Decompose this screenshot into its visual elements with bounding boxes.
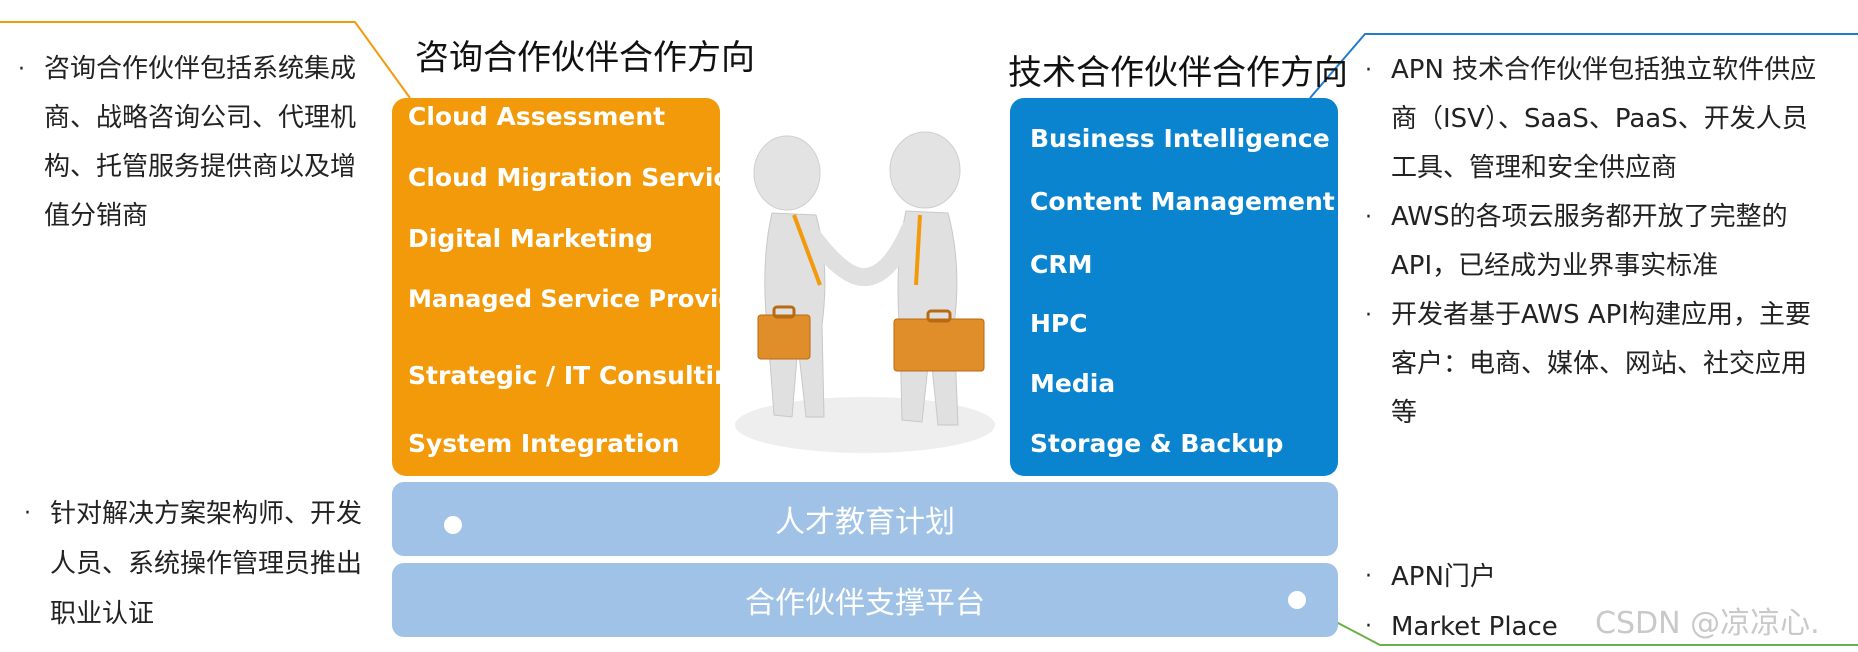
consulting-box: Cloud Assessment Cloud Migration Service… xyxy=(392,98,764,476)
education-bar-label: 人才教育计划 xyxy=(775,505,955,540)
note-line: API，已经成为业界事实标准 xyxy=(1391,251,1719,281)
bullet-mark: · xyxy=(1365,303,1372,328)
note-row: · 开发者基于AWS API构建应用，主要 客户：电商、媒体、网站、社交应用 等 xyxy=(1365,291,1855,438)
consulting-heading: 咨询合作伙伴合作方向 xyxy=(415,38,755,78)
bullet-mark: · xyxy=(1365,564,1372,589)
note-line: AWS的各项云服务都开放了完整的 xyxy=(1391,202,1788,232)
bullet-mark: · xyxy=(1365,58,1372,83)
note-line: 值分销商 xyxy=(44,201,149,231)
left-figure xyxy=(753,135,871,418)
note-line: 职业认证 xyxy=(50,599,155,629)
right-briefcase xyxy=(893,318,985,372)
consulting-item: System Integration xyxy=(408,429,680,458)
technology-item: HPC xyxy=(1030,309,1088,338)
technology-box: Business Intelligence Content Management… xyxy=(1010,98,1338,476)
technology-partner-notes: · APN 技术合作伙伴包括独立软件供应 商（ISV）、SaaS、PaaS、开发… xyxy=(1365,46,1855,438)
education-bar: 人才教育计划 xyxy=(392,482,1338,556)
bullet-mark: · xyxy=(1365,205,1372,230)
handshake-illustration xyxy=(735,131,995,453)
portal-notes: · APN门户 · Market Place xyxy=(1365,552,1765,652)
consulting-item: Managed Service Provider xyxy=(408,285,764,313)
technology-heading: 技术合作伙伴合作方向 xyxy=(1008,53,1348,93)
consulting-item: Cloud Migration Services xyxy=(408,163,761,192)
consulting-item: Strategic / IT Consulting xyxy=(408,361,750,390)
left-briefcase xyxy=(757,314,811,360)
right-figure xyxy=(857,131,985,426)
technology-item: Business Intelligence xyxy=(1030,124,1330,153)
bullet-mark: · xyxy=(1365,614,1372,639)
support-bar: 合作伙伴支撑平台 xyxy=(392,563,1338,637)
note-line: 开发者基于AWS API构建应用，主要 xyxy=(1391,300,1811,330)
note-row: · APN门户 xyxy=(1365,552,1765,602)
certification-note: · 针对解决方案架构师、开发 人员、系统操作管理员推出 职业认证 xyxy=(24,489,384,639)
note-line: 商、战略咨询公司、代理机 xyxy=(44,103,357,133)
watermark: CSDN @凉凉心. xyxy=(1595,606,1820,641)
note-line: 等 xyxy=(1391,398,1418,428)
note-line: APN门户 xyxy=(1391,562,1496,592)
note-line: 针对解决方案架构师、开发 xyxy=(50,499,363,529)
note-row: · AWS的各项云服务都开放了完整的 API，已经成为业界事实标准 xyxy=(1365,193,1855,291)
technology-item: Storage & Backup xyxy=(1030,429,1284,458)
technology-item: CRM xyxy=(1030,250,1093,279)
note-row: · 咨询合作伙伴包括系统集成 商、战略咨询公司、代理机 构、托管服务提供商以及增… xyxy=(18,45,378,241)
bullet-mark: · xyxy=(18,57,25,82)
left-connector-line xyxy=(0,21,411,99)
note-row: · Market Place xyxy=(1365,602,1765,652)
note-row: · 针对解决方案架构师、开发 人员、系统操作管理员推出 职业认证 xyxy=(24,489,384,639)
note-row: · APN 技术合作伙伴包括独立软件供应 商（ISV）、SaaS、PaaS、开发… xyxy=(1365,46,1855,193)
consulting-item: Digital Marketing xyxy=(408,224,654,253)
note-line: 构、托管服务提供商以及增 xyxy=(44,152,357,182)
note-line: 商（ISV）、SaaS、PaaS、开发人员 xyxy=(1391,104,1808,134)
note-line: 客户：电商、媒体、网站、社交应用 xyxy=(1391,349,1808,379)
note-line: 工具、管理和安全供应商 xyxy=(1391,153,1678,183)
note-line: APN 技术合作伙伴包括独立软件供应 xyxy=(1391,55,1817,85)
note-line: 人员、系统操作管理员推出 xyxy=(50,549,363,579)
support-bar-label: 合作伙伴支撑平台 xyxy=(745,586,985,621)
consulting-partner-note: · 咨询合作伙伴包括系统集成 商、战略咨询公司、代理机 构、托管服务提供商以及增… xyxy=(18,45,378,241)
support-bar-dot xyxy=(1288,591,1306,609)
right-connector-line xyxy=(1309,33,1858,99)
technology-item: Media xyxy=(1030,369,1116,398)
note-line: 咨询合作伙伴包括系统集成 xyxy=(44,54,357,84)
technology-item: Content Management xyxy=(1030,187,1335,216)
consulting-item: Cloud Assessment xyxy=(408,102,666,131)
note-line: Market Place xyxy=(1391,612,1558,642)
floor-shadow xyxy=(735,397,995,453)
bullet-mark: · xyxy=(24,501,31,526)
education-bar-dot xyxy=(444,516,462,534)
